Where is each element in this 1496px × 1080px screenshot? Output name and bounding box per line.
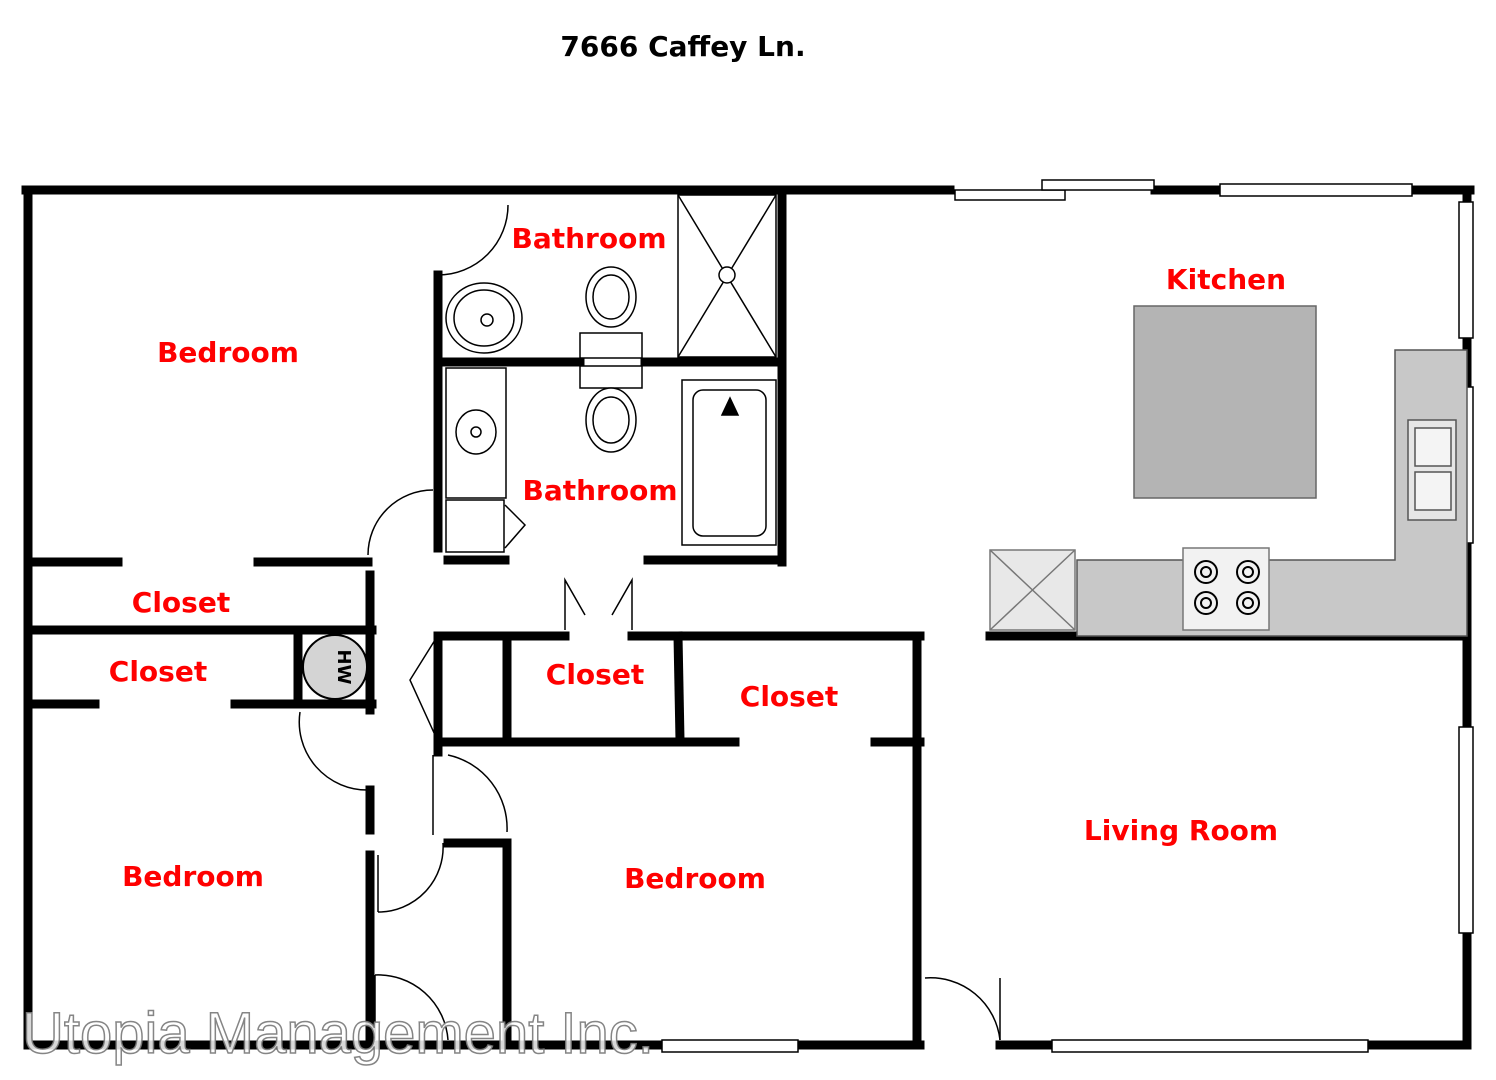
door-bathroom-top [437, 204, 509, 276]
label-bedroom-bottom-center: Bedroom [624, 862, 766, 895]
label-kitchen: Kitchen [1166, 263, 1286, 296]
label-closet-left-upper: Closet [132, 586, 230, 619]
room-labels: Bedroom Bathroom Bathroom Kitchen Closet… [109, 222, 1286, 895]
label-bathroom-middle: Bathroom [522, 474, 677, 507]
label-closet-center: Closet [546, 658, 644, 691]
linen-door [504, 504, 527, 549]
label-bedroom-top-left: Bedroom [157, 336, 299, 369]
label-living-room: Living Room [1084, 814, 1278, 847]
label-closet-left-lower: Closet [109, 655, 207, 688]
kitchen-fixtures [989, 305, 1468, 637]
doors [298, 204, 1001, 1041]
label-bedroom-bottom-left: Bedroom [122, 860, 264, 893]
bifold-door-hall [409, 639, 436, 736]
water-heater-label: HW [333, 650, 354, 685]
counter [1076, 349, 1468, 637]
door-front [924, 977, 1001, 1041]
water-heater: HW [302, 634, 368, 700]
bathroom-fixtures [445, 194, 777, 553]
watermark-text: Utopia Management Inc. [21, 1000, 654, 1067]
label-closet-right: Closet [740, 680, 838, 713]
door-center-bedroom [447, 754, 508, 833]
door-bottom-left-bedroom [298, 711, 369, 791]
stove [1182, 547, 1270, 631]
label-bathroom-top: Bathroom [511, 222, 666, 255]
floor-plan-title: 7666 Caffey Ln. [560, 30, 806, 63]
door-left-hall [367, 489, 434, 556]
bifold-door-closet-center [564, 577, 586, 630]
door-bath-bottom [374, 974, 449, 1041]
kitchen-island [1133, 305, 1317, 499]
door-hall-bottom [377, 842, 444, 913]
